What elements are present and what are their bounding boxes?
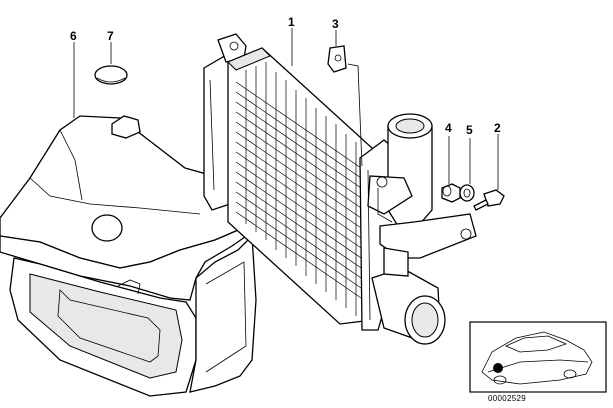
rubber-plug: [94, 65, 128, 85]
callout-4: 4: [445, 121, 452, 135]
document-number: 00002529: [488, 394, 526, 403]
grommet: [441, 183, 461, 203]
callout-2: 2: [494, 121, 501, 135]
callout-1: 1: [288, 15, 295, 29]
location-marker: [493, 363, 503, 373]
intercooler: [203, 33, 477, 345]
callout-7: 7: [107, 29, 114, 43]
callout-6: 6: [70, 29, 77, 43]
clip-nut: [327, 45, 347, 73]
air-duct-shroud: [0, 115, 257, 397]
bushing: [459, 184, 475, 202]
vehicle-location-inset: [469, 321, 607, 393]
leader-lines: [73, 28, 499, 223]
callout-3: 3: [332, 17, 339, 31]
callout-5: 5: [466, 123, 473, 137]
hex-bolt: [473, 189, 505, 211]
